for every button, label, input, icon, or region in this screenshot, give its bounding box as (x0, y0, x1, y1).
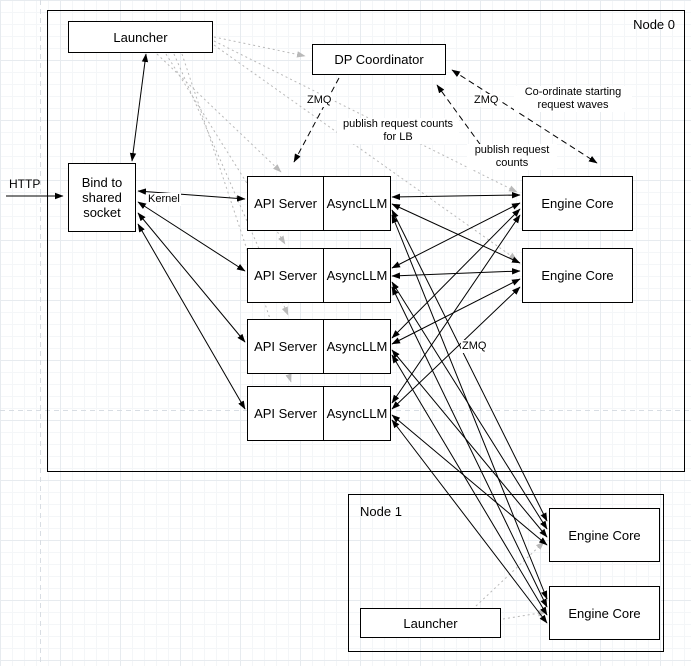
api-server-label: API Server (254, 268, 317, 283)
api-server-row-2[interactable]: API Server AsyncLLM (247, 248, 391, 303)
engine-core-label: Engine Core (568, 527, 641, 543)
asyncllm-label: AsyncLLM (326, 406, 388, 421)
dp-coordinator[interactable]: DP Coordinator (312, 44, 446, 75)
publish-request-counts-lb-label: publish request counts for LB (337, 118, 459, 144)
node1-title: Node 1 (360, 504, 402, 519)
api-server-label: API Server (254, 339, 317, 354)
dp-coordinator-label: DP Coordinator (334, 52, 424, 67)
launcher-node0-label: Launcher (113, 29, 168, 45)
launcher-node0[interactable]: Launcher (68, 21, 213, 53)
engine-core-label: Engine Core (541, 268, 614, 283)
engine-core-label: Engine Core (541, 196, 614, 211)
zmq-label-engines: ZMQ (461, 340, 488, 353)
api-server-cell-1[interactable]: API Server (248, 177, 323, 230)
coordinate-request-waves-label: Co-ordinate starting request waves (514, 86, 632, 112)
api-server-row-3[interactable]: API Server AsyncLLM (247, 319, 391, 374)
bind-shared-socket-label: Bind to shared socket (81, 175, 123, 220)
publish-request-counts-label: publish request counts (467, 144, 557, 170)
launcher-node1-label: Launcher (403, 615, 458, 631)
asyncllm-label: AsyncLLM (326, 268, 388, 283)
node0-container[interactable]: Node 0 (47, 10, 685, 472)
engine-core-node0-2[interactable]: Engine Core (522, 248, 633, 303)
api-server-row-4[interactable]: API Server AsyncLLM (247, 386, 391, 441)
node1-container[interactable]: Node 1 (348, 494, 664, 652)
engine-core-label: Engine Core (568, 605, 641, 621)
http-label: HTTP (9, 177, 41, 191)
api-server-label: API Server (254, 196, 317, 211)
launcher-node1[interactable]: Launcher (360, 608, 501, 638)
api-server-label: API Server (254, 406, 317, 421)
api-server-cell-2[interactable]: API Server (248, 249, 323, 302)
zmq-label-dp-right: ZMQ (473, 94, 500, 107)
node0-title: Node 0 (633, 17, 675, 32)
engine-core-node1-1[interactable]: Engine Core (549, 508, 660, 562)
api-server-cell-3[interactable]: API Server (248, 320, 323, 373)
asyncllm-cell-2[interactable]: AsyncLLM (323, 249, 390, 302)
zmq-label-dp-left: ZMQ (306, 94, 333, 107)
asyncllm-cell-3[interactable]: AsyncLLM (323, 320, 390, 373)
api-server-row-1[interactable]: API Server AsyncLLM (247, 176, 391, 231)
engine-core-node1-2[interactable]: Engine Core (549, 586, 660, 640)
kernel-label: Kernel (147, 193, 181, 206)
asyncllm-cell-1[interactable]: AsyncLLM (323, 177, 390, 230)
asyncllm-label: AsyncLLM (326, 339, 388, 354)
bind-shared-socket[interactable]: Bind to shared socket (68, 163, 136, 232)
asyncllm-cell-4[interactable]: AsyncLLM (323, 387, 390, 440)
engine-core-node0-1[interactable]: Engine Core (522, 176, 633, 231)
api-server-cell-4[interactable]: API Server (248, 387, 323, 440)
asyncllm-label: AsyncLLM (326, 196, 388, 211)
